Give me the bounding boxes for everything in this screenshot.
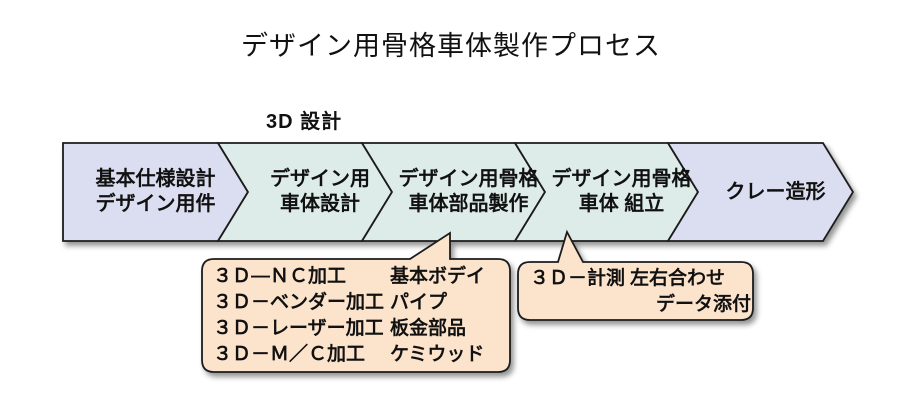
callout-shape-machining [201, 231, 511, 373]
chevron-label-line2: 車体 組立 [578, 193, 665, 215]
chevron-label-line2: 車体部品製作 [408, 193, 529, 215]
callout-shape-measurement [517, 229, 754, 321]
chevron-label-clay-modeling: クレー造形 [698, 167, 853, 217]
chevron-label-body-design: デザイン用 車体設計 [248, 167, 392, 217]
chevron-label-line2: デザイン用件 [95, 193, 216, 215]
chevron-label-parts-production: デザイン用骨格 車体部品製作 [392, 167, 545, 217]
chevron-label-line1: 基本仕様設計 [95, 168, 216, 190]
process-result: パイプ [390, 292, 448, 313]
process-name: ３Ｄ－Ｍ／Ｃ加工 [213, 344, 366, 365]
chevron-label-line1: デザイン用骨格 [551, 168, 692, 190]
phase-label-3d-design: 3D 設計 [266, 111, 343, 133]
process-name: ３Ｄ―ＮＣ加工 [213, 266, 347, 287]
process-result: 基本ボデイ [390, 266, 486, 287]
process-result: ケミウッド [390, 344, 485, 365]
callout-measurement-content: ３Ｄ－計測 左右合わせ データ添付 [530, 266, 751, 318]
process-result: データ添付 [656, 294, 752, 315]
chevron-shape-clay-modeling [666, 142, 855, 242]
chevron-label-basic-spec: 基本仕様設計 デザイン用件 [63, 167, 248, 217]
callout-row: ３Ｄ－Ｍ／Ｃ加工 ケミウッド [213, 342, 485, 368]
process-name: ３Ｄ－レーザー加工 [213, 318, 384, 339]
callout-row: ３Ｄ－計測 左右合わせ [530, 266, 751, 292]
callout-row: ３Ｄ―ＮＣ加工 基本ボデイ [213, 264, 485, 290]
diagram-title: デザイン用骨格車体製作プロセス [241, 31, 661, 61]
callout-row: ３Ｄ－ベンダー加工 パイプ [213, 290, 485, 316]
process-name: ３Ｄ－ベンダー加工 [213, 292, 385, 313]
process-name [530, 292, 630, 318]
chevron-label-line1: クレー造形 [725, 180, 826, 203]
process-name: ３Ｄ－計測 [530, 268, 626, 289]
chevron-label-body-assembly: デザイン用骨格 車体 組立 [545, 167, 698, 217]
chevron-label-line1: デザイン用 [270, 168, 370, 190]
callout-row: ３Ｄ－レーザー加工 板金部品 [213, 316, 485, 342]
callout-row: データ添付 [530, 292, 751, 318]
callout-machining-content: ３Ｄ―ＮＣ加工 基本ボデイ ３Ｄ－ベンダー加工 パイプ ３Ｄ－レーザー加工 板金… [213, 264, 485, 368]
process-result: 左右合わせ [630, 268, 726, 289]
shape-group [62, 142, 855, 373]
chevron-label-line1: デザイン用骨格 [398, 168, 539, 190]
chevron-label-line2: 車体設計 [280, 193, 360, 215]
process-result: 板金部品 [390, 318, 467, 339]
